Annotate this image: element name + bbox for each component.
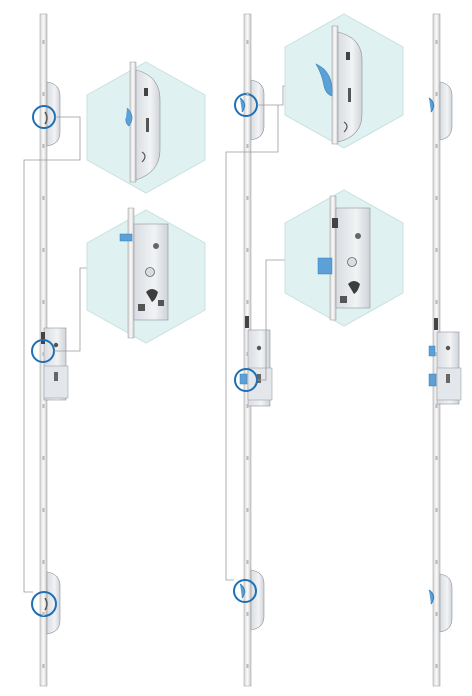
faceplate-slot [246, 508, 249, 512]
connector-top-down [225, 105, 279, 581]
spindle-hole [53, 342, 59, 348]
faceplate-slot [42, 352, 45, 356]
lock-column-3 [428, 13, 462, 687]
faceplate-slot [246, 560, 249, 564]
faceplate-slot [42, 248, 45, 252]
faceplate-slot [435, 404, 438, 408]
callout-hex-3 [284, 13, 404, 149]
lock-column-2 [225, 13, 404, 687]
faceplate-slot [42, 404, 45, 408]
top-hook-housing [46, 81, 61, 147]
bottom-hook-housing [46, 571, 61, 635]
deadbolt-icon [428, 373, 437, 387]
faceplate-slot [42, 144, 45, 148]
hook-latch-icon [428, 589, 435, 605]
faceplate-slot [435, 248, 438, 252]
faceplate-slot [246, 92, 249, 96]
deadbolt-icon [119, 233, 133, 242]
deadbolt-icon [239, 373, 248, 385]
faceplate-slot [435, 300, 438, 304]
faceplate-slot [246, 40, 249, 44]
faceplate-slot [435, 40, 438, 44]
faceplate-slot [435, 456, 438, 460]
gearbox-lower [247, 367, 273, 401]
faceplate-slot [435, 92, 438, 96]
faceplate-slot [42, 456, 45, 460]
bottom-hook-housing [250, 569, 265, 631]
spindle-hole [445, 345, 451, 351]
blue-hook-icon [315, 63, 333, 97]
cylinder-slot [446, 374, 450, 383]
callout-hex-1 [86, 61, 206, 194]
faceplate-slot [42, 664, 45, 668]
gearbox-lower [43, 365, 69, 399]
faceplate-slot [42, 508, 45, 512]
latch-tongue [41, 332, 45, 344]
faceplate-slot [246, 248, 249, 252]
faceplate-slot [246, 300, 249, 304]
cylinder-slot [54, 372, 58, 381]
faceplate-slot [42, 300, 45, 304]
latch-tongue [434, 318, 438, 330]
callout-hex-2 [86, 207, 206, 344]
deadbolt-icon [317, 257, 333, 275]
faceplate-slot [42, 92, 45, 96]
lock-column-1 [23, 13, 206, 687]
hook-latch-icon [44, 597, 48, 611]
connector-middle [257, 259, 290, 381]
connector-top [23, 116, 81, 593]
highlight-bottom-hook[interactable] [233, 579, 257, 603]
faceplate-slot [42, 560, 45, 564]
faceplate-slot [435, 664, 438, 668]
hook-latch-icon [239, 583, 246, 599]
faceplate-slot [435, 612, 438, 616]
deadbolt-icon [428, 345, 436, 357]
faceplate-slot [246, 144, 249, 148]
faceplate-slot [246, 612, 249, 616]
gearbox-lower [436, 367, 462, 401]
screw-marks [42, 40, 438, 668]
faceplate-slot [246, 404, 249, 408]
faceplate-slot [246, 664, 249, 668]
top-hook-housing [439, 81, 453, 141]
spindle-hole [256, 345, 262, 351]
cylinder-slot [257, 374, 261, 383]
callout-hex-4 [284, 189, 404, 327]
faceplate-slot [246, 352, 249, 356]
blue-hook-icon [125, 107, 133, 127]
faceplate-slot [42, 196, 45, 200]
hook-latch-icon [239, 97, 246, 113]
connector-middle [54, 267, 92, 352]
hook-latch-icon [44, 111, 48, 125]
latch-tongue [245, 316, 249, 328]
hook-latch-icon [428, 97, 435, 113]
faceplate-slot [246, 456, 249, 460]
faceplate-slot [246, 196, 249, 200]
faceplate-slot [435, 560, 438, 564]
faceplate-slot [42, 40, 45, 44]
faceplate-slot [435, 144, 438, 148]
faceplate-slot [435, 196, 438, 200]
bottom-hook-housing [439, 573, 453, 633]
top-hook-housing [250, 79, 265, 141]
faceplate-slot [42, 612, 45, 616]
faceplate-slot [435, 352, 438, 356]
faceplate-slot [435, 508, 438, 512]
